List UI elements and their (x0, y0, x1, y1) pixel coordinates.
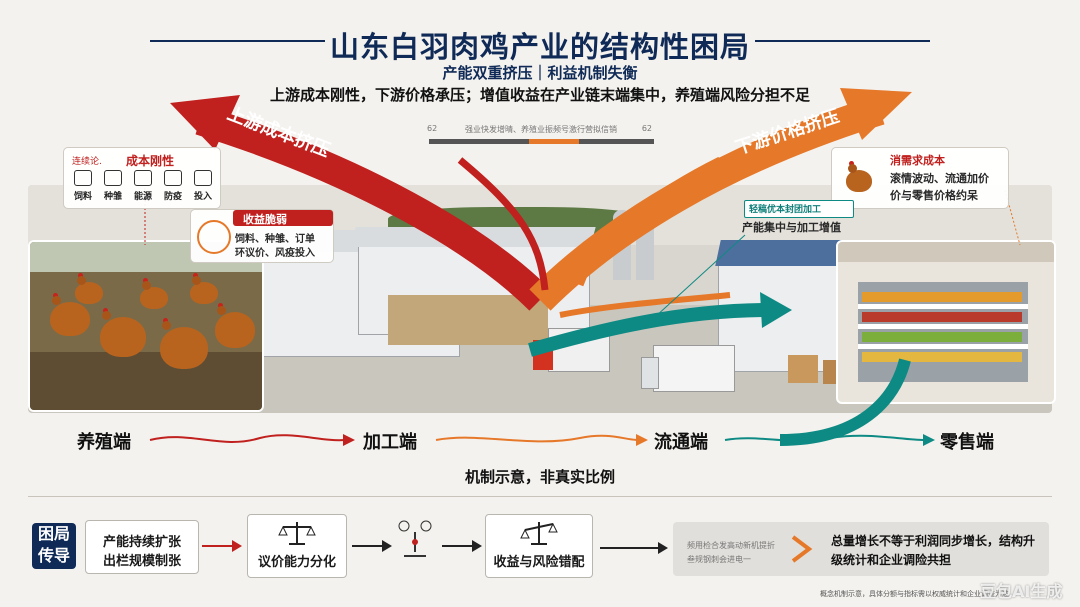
scale-hand-icon (398, 520, 432, 557)
demand-box-line3: 价与零售价格约呆 (890, 189, 978, 202)
stage-flow-lines (149, 434, 935, 446)
title-rule-right (755, 40, 930, 42)
cost-item: 饲料 (73, 170, 92, 206)
scale-left-value: 62 (427, 124, 438, 133)
cost-box-title: 成本刚性 (126, 154, 175, 168)
cost-item-label: 防疫 (163, 192, 182, 202)
transmission-tag: 困局 传导 (32, 523, 76, 569)
cost-item: 种雏 (103, 170, 122, 206)
arrow-1 (202, 540, 242, 552)
upstream-arrow-head (170, 95, 240, 150)
mechanism-note: 机制示意，非真实比例 (464, 468, 615, 486)
scale-balance-icon (278, 522, 316, 545)
income-box-line1: 饲料、种雏、订单 (235, 234, 315, 245)
chicken-icon (846, 161, 872, 192)
cycle-icon (197, 220, 231, 254)
scale-strip: 62 强业快发增晴、养殖业振频号激行营拟信销 62 (425, 124, 660, 146)
feed-icon (73, 170, 92, 186)
tag-line2: 传导 (37, 546, 70, 565)
page-subtitle: 产能双重挤压｜利益机制失衡 (442, 64, 638, 82)
step-bargaining-divergence: 议价能力分化 (247, 514, 347, 578)
cargo-boxes (788, 355, 818, 383)
processing-box-line1: 轻稿优本封团加工 (749, 205, 822, 215)
income-vulnerable-box: 收益脆弱 饲料、种雏、订单 环议价、风疫投入 (190, 209, 334, 263)
cost-item: 能源 (133, 170, 152, 206)
cost-item: 投入 (193, 170, 212, 206)
cost-items: 饲料 种雏 能源 防疫 投入 (68, 170, 218, 206)
processing-box: 轻稿优本封团加工 (744, 200, 854, 218)
investment-icon (193, 170, 212, 186)
conclusion-panel: 频用检合发高动新机提折 叁规钢刺会进电一 总量增长不等于利润同步增长，结构升 级… (673, 522, 1049, 576)
arrow-3 (442, 540, 482, 552)
chick-icon (103, 170, 122, 186)
step-capacity-expansion: 产能持续扩张 出栏规模制张 (85, 520, 199, 574)
chevron-right-icon (791, 535, 813, 563)
page-title: 山东白羽肉鸡产业的结构性困局 (329, 30, 750, 64)
conclusion-line1: 总量增长不等于利润同步增长，结构升 (831, 534, 1036, 548)
step2-label: 议价能力分化 (257, 555, 336, 570)
cost-rigidity-box: 连续论. 成本刚性 饲料 种雏 能源 防疫 投入 (63, 147, 221, 209)
tag-line1: 困局 (37, 524, 70, 543)
retail-shelves-photo (836, 240, 1056, 404)
gray-note-line1: 频用检合发高动新机提折 (687, 541, 775, 550)
income-box-title: 收益脆弱 (243, 213, 287, 226)
gray-note-line2: 叁规钢刺会进电一 (687, 555, 751, 564)
title-rule-left (150, 40, 325, 42)
stage-distribution: 流通端 (654, 432, 708, 453)
step-income-risk-mismatch: 收益与风险错配 (485, 514, 593, 578)
arrow-2 (352, 540, 392, 552)
scale-text: 强业快发增晴、养殖业振频号激行营拟信销 (465, 125, 617, 134)
step3-label: 收益与风险错配 (493, 555, 585, 570)
processing-box-line2: 产能集中与加工增值 (742, 221, 841, 234)
footer-note: 概念机制示意，具体分额与指标需以权威统计和企业调查为准 (820, 590, 1009, 598)
scale-right-value: 62 (641, 124, 652, 133)
farm-chickens-photo (28, 240, 264, 412)
cost-item-label: 能源 (133, 192, 152, 202)
downstream-arrow-head (840, 88, 912, 140)
cost-item-label: 饲料 (73, 192, 92, 202)
conclusion-line2: 级统计和企业调险共担 (831, 553, 952, 567)
cost-item-label: 种雏 (103, 192, 122, 202)
vaccine-icon (163, 170, 182, 186)
step1-line1: 产能持续扩张 (102, 535, 181, 550)
cost-box-prefix: 连续论. (72, 157, 102, 167)
watermark: 豆包AI生成 (980, 582, 1063, 601)
delivery-truck-white (653, 345, 735, 392)
stage-farming: 养殖端 (77, 432, 131, 453)
income-box-line2: 环议价、风疫投入 (235, 248, 315, 259)
stage-retail: 零售端 (940, 432, 994, 453)
demand-box-line2: 滚情波动、流通加价 (890, 172, 989, 185)
step1-line2: 出栏规模制张 (102, 554, 181, 569)
scale-bar (429, 139, 654, 144)
cost-item: 防疫 (163, 170, 182, 206)
stage-processing: 加工端 (363, 432, 417, 453)
unbalanced-scale-icon (520, 522, 558, 545)
cost-item-label: 投入 (193, 192, 212, 202)
energy-icon (133, 170, 152, 186)
demand-box-line1: 消需求成本 (890, 154, 945, 167)
summary-line: 上游成本刚性，下游价格承压；增值收益在产业链末端集中，养殖端风险分担不足 (269, 86, 810, 104)
demand-cost-box: 消需求成本 滚情波动、流通加价 价与零售价格约呆 (831, 147, 1009, 209)
arrow-4 (600, 542, 668, 554)
section-divider (28, 496, 1052, 497)
